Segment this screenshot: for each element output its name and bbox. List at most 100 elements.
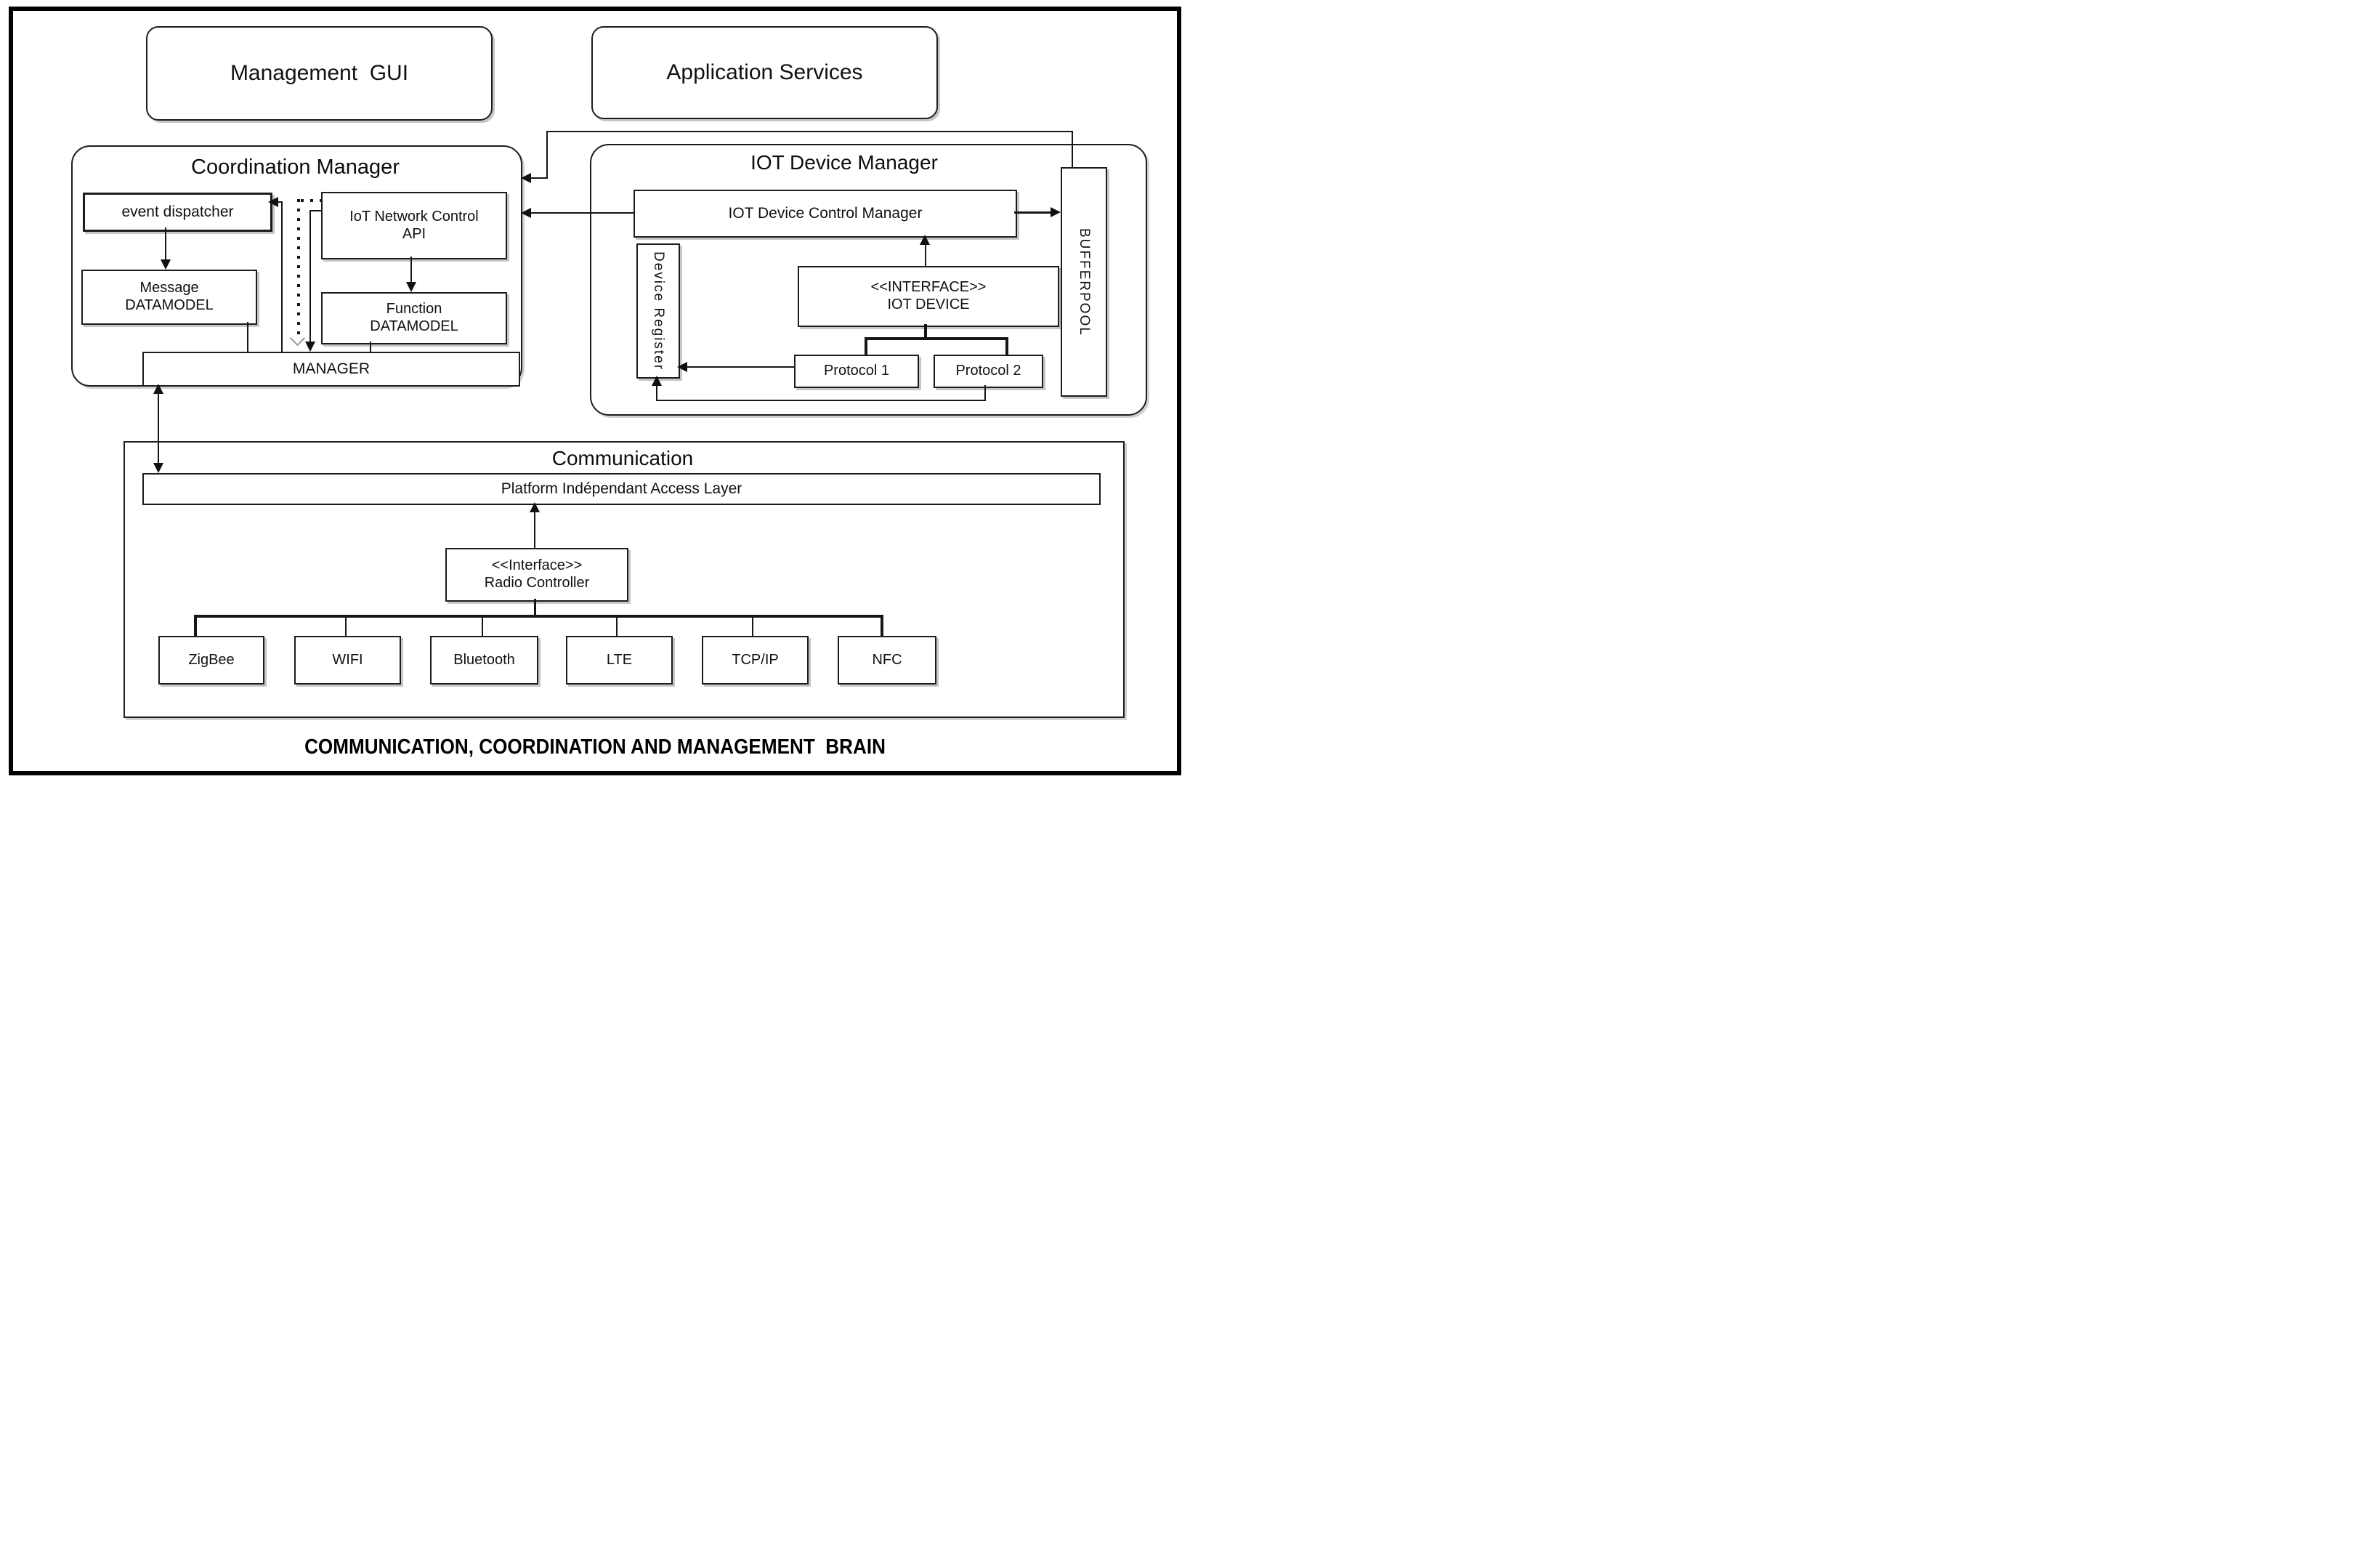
interface-iot-device-line2: IOT DEVICE	[887, 296, 970, 312]
radio-lte-label: LTE	[606, 651, 633, 668]
interface-iot-device-box: <<INTERFACE>> IOT DEVICE	[798, 266, 1059, 327]
radio-wifi-label: WIFI	[332, 651, 363, 668]
tree-stem-interface	[924, 324, 927, 339]
line-api-to-manager-v	[309, 210, 311, 342]
tree-drop-protocol2	[1005, 337, 1008, 355]
iot-device-control-manager-label: IOT Device Control Manager	[728, 204, 923, 222]
arrowhead-into-message	[161, 259, 171, 270]
line-api-to-manager-h	[310, 210, 321, 211]
arrowhead-into-accesslayer	[153, 463, 163, 473]
event-dispatcher-label: event dispatcher	[121, 203, 234, 220]
line-radiocontroller-to-accesslayer	[534, 511, 535, 549]
stub-bluetooth	[482, 618, 483, 636]
iot-network-control-api-box: IoT Network Control API	[321, 192, 507, 259]
arrowhead-into-device-register	[677, 362, 687, 372]
protocol-1-box: Protocol 1	[794, 355, 919, 388]
function-label-line2: DATAMODEL	[370, 318, 458, 334]
radio-zigbee-box: ZigBee	[158, 636, 264, 685]
line-bufferpool-to-cm-top	[546, 131, 1073, 132]
line-protocol2-to-register-h	[656, 400, 986, 401]
communication-title: Communication	[551, 447, 694, 469]
radio-bluetooth-label: Bluetooth	[453, 651, 515, 668]
management-gui-box: Management GUI	[146, 26, 493, 121]
arrowhead-api-into-manager	[305, 342, 315, 352]
line-bufferpool-to-cm-right-v	[1072, 131, 1073, 169]
line-api-to-function	[410, 257, 412, 283]
interface-iot-device-line1: <<INTERFACE>>	[870, 279, 987, 296]
radio-bluetooth-box: Bluetooth	[430, 636, 538, 685]
radio-nfc-box: NFC	[838, 636, 936, 685]
application-services-box: Application Services	[591, 26, 938, 119]
tree-drop-protocol1	[865, 337, 867, 355]
event-dispatcher-box: event dispatcher	[83, 193, 272, 232]
stub-wifi	[345, 618, 347, 636]
function-label-line1: Function	[386, 301, 442, 318]
line-bufferpool-to-cm-left-v	[546, 131, 548, 179]
radio-zigbee-label: ZigBee	[188, 651, 235, 668]
bufferpool-box: BUFFERPOOL	[1061, 167, 1107, 397]
line-bufferpool-to-cm-left-h	[531, 177, 547, 179]
line-manager-to-eventdispatcher-v	[281, 202, 283, 352]
protocol-2-label: Protocol 2	[955, 363, 1021, 379]
protocol-2-box: Protocol 2	[934, 355, 1043, 388]
stub-nfc	[881, 615, 883, 636]
arrowhead-into-device-register-bottom	[652, 376, 662, 386]
radio-controller-line1: <<Interface>>	[491, 557, 583, 574]
line-dcm-to-bufferpool	[1014, 211, 1051, 214]
arrowhead-into-bufferpool	[1051, 207, 1061, 217]
architecture-diagram: Management GUI Application Services Coor…	[0, 0, 1190, 783]
message-label-line1: Message	[139, 280, 199, 296]
stub-zigbee	[194, 615, 197, 636]
line-eventdispatcher-to-message	[165, 227, 166, 261]
api-label-line1: IoT Network Control	[349, 208, 479, 225]
access-layer-box: Platform Indépendant Access Layer	[142, 473, 1101, 505]
dotted-line-api-v	[297, 199, 300, 334]
radio-tcpip-box: TCP/IP	[702, 636, 809, 685]
stub-tcpip	[752, 618, 753, 636]
line-protocol2-to-register-v	[656, 384, 657, 400]
access-layer-label: Platform Indépendant Access Layer	[501, 480, 742, 497]
diagram-caption: COMMUNICATION, COORDINATION AND MANAGEME…	[304, 735, 886, 759]
radio-controller-box: <<Interface>> Radio Controller	[445, 548, 628, 602]
line-dcm-to-api	[531, 212, 634, 214]
protocol-1-label: Protocol 1	[823, 363, 890, 379]
api-label-line2: API	[402, 225, 426, 242]
line-protocol2-down	[984, 385, 986, 401]
line-interface-to-dcm	[925, 245, 926, 266]
message-datamodel-box: Message DATAMODEL	[81, 270, 257, 325]
radio-nfc-label: NFC	[872, 651, 902, 668]
line-message-to-manager	[247, 322, 248, 352]
dotted-line-api-h	[301, 199, 321, 202]
line-protocol1-to-register	[686, 366, 794, 368]
coordination-manager-title: Coordination Manager	[191, 156, 400, 179]
line-manager-to-eventdispatcher-h	[277, 201, 283, 203]
application-services-label: Application Services	[666, 60, 863, 85]
line-function-to-manager	[370, 342, 371, 352]
radio-controller-line2: Radio Controller	[484, 575, 590, 591]
management-gui-label: Management GUI	[230, 61, 409, 86]
device-register-box: Device Register	[636, 243, 680, 379]
arrowhead-into-manager-bottom	[153, 384, 163, 394]
coordination-manager-group	[71, 145, 522, 387]
tree-bus-protocols	[865, 337, 1008, 340]
arrowhead-into-event-dispatcher	[268, 197, 278, 207]
stub-lte	[616, 618, 618, 636]
arrowhead-into-dcm	[920, 235, 930, 245]
bufferpool-label: BUFFERPOOL	[1077, 227, 1093, 336]
line-manager-to-accesslayer	[158, 387, 159, 468]
manager-box: MANAGER	[142, 352, 520, 387]
radio-lte-box: LTE	[566, 636, 673, 685]
device-register-label: Device Register	[651, 251, 667, 371]
manager-label: MANAGER	[292, 360, 371, 377]
arrowhead-into-coordination-manager	[521, 173, 531, 183]
message-label-line2: DATAMODEL	[125, 297, 214, 313]
arrowhead-into-accesslayer-bottom	[530, 502, 540, 512]
radio-wifi-box: WIFI	[294, 636, 401, 685]
tree-bus-radios	[194, 615, 883, 618]
function-datamodel-box: Function DATAMODEL	[321, 292, 507, 344]
arrowhead-into-function	[406, 282, 416, 292]
radio-tcpip-label: TCP/IP	[732, 651, 779, 668]
arrowhead-into-api	[521, 208, 531, 218]
iot-device-manager-title: IOT Device Manager	[750, 151, 938, 174]
tree-stem-radiocontroller	[534, 599, 536, 618]
